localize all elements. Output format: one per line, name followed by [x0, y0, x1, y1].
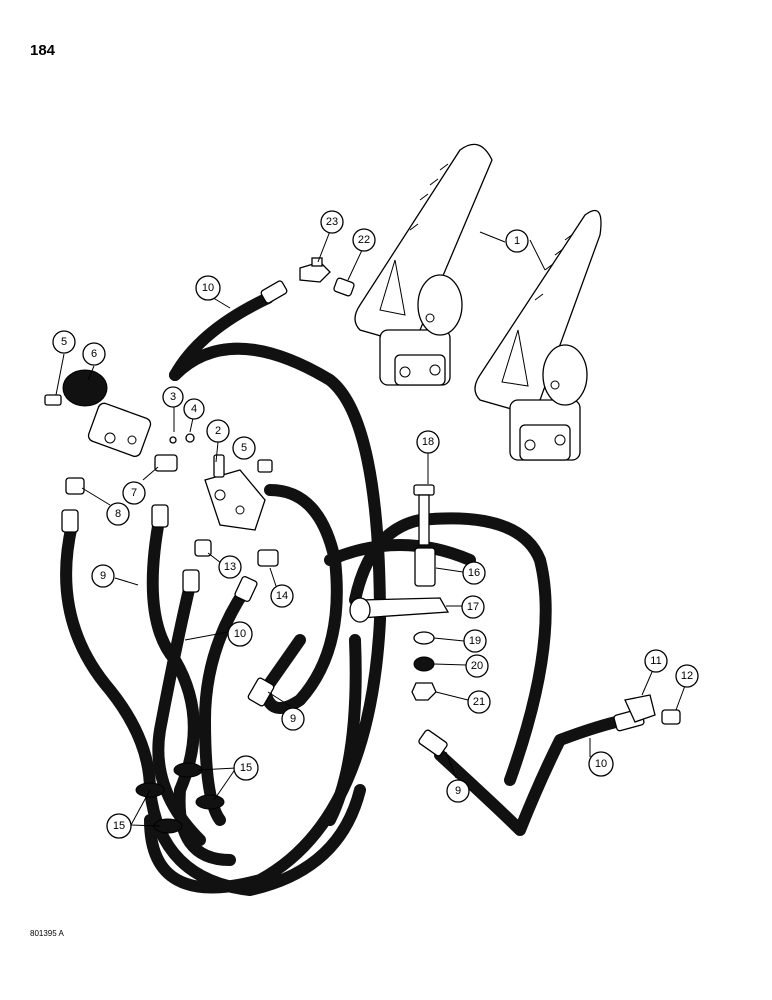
- svg-text:9: 9: [100, 570, 106, 582]
- svg-text:18: 18: [422, 436, 434, 448]
- callout-17: 17: [461, 595, 485, 619]
- callout-3: 3: [162, 386, 184, 408]
- brake-pedal-left: [354, 143, 493, 386]
- svg-text:8: 8: [115, 508, 121, 520]
- svg-text:6: 6: [91, 348, 97, 360]
- elbow-fitting: [624, 694, 656, 723]
- svg-text:10: 10: [595, 758, 607, 770]
- svg-text:20: 20: [471, 660, 483, 672]
- callout-11: 11: [644, 649, 668, 673]
- callout-18: 18: [416, 430, 440, 454]
- callout-4: 4: [183, 398, 205, 420]
- svg-text:10: 10: [202, 282, 214, 294]
- svg-text:21: 21: [473, 696, 485, 708]
- callout-9-center: 9: [281, 707, 305, 731]
- control-valve: [44, 369, 178, 495]
- callout-15-right: 15: [233, 755, 259, 781]
- callout-8: 8: [106, 502, 130, 526]
- callout-2: 2: [206, 419, 230, 443]
- callout-6: 6: [82, 342, 106, 366]
- callout-7: 7: [122, 481, 146, 505]
- svg-text:19: 19: [469, 635, 481, 647]
- svg-text:17: 17: [467, 601, 479, 613]
- svg-text:22: 22: [358, 234, 370, 246]
- callout-15-left: 15: [106, 813, 132, 839]
- svg-text:14: 14: [276, 590, 288, 602]
- svg-text:13: 13: [224, 561, 236, 573]
- svg-text:16: 16: [468, 567, 480, 579]
- svg-text:9: 9: [455, 785, 461, 797]
- callout-5-relay: 5: [232, 436, 256, 460]
- svg-text:7: 7: [131, 487, 137, 499]
- svg-text:2: 2: [215, 425, 221, 437]
- callout-21: 21: [467, 690, 491, 714]
- svg-text:15: 15: [113, 820, 125, 832]
- callout-16: 16: [462, 561, 486, 585]
- callout-14: 14: [270, 584, 294, 608]
- svg-text:1: 1: [514, 235, 520, 247]
- svg-text:11: 11: [650, 655, 661, 667]
- adapter-fitting: [333, 277, 355, 297]
- svg-text:4: 4: [191, 403, 197, 415]
- callout-1: 1: [505, 229, 529, 253]
- svg-text:23: 23: [326, 216, 338, 228]
- callout-5-valve: 5: [52, 330, 76, 354]
- hose-clamps: [135, 762, 225, 834]
- svg-text:12: 12: [681, 670, 693, 682]
- svg-text:5: 5: [241, 442, 247, 454]
- hose-ends: [61, 280, 645, 757]
- callout-12: 12: [675, 664, 699, 688]
- callout-19: 19: [463, 629, 487, 653]
- brake-pedal-right: [474, 209, 602, 461]
- callout-10-right: 10: [588, 751, 614, 777]
- leader-lines: [55, 225, 687, 827]
- callout-22: 22: [352, 228, 376, 252]
- svg-text:15: 15: [240, 762, 252, 774]
- svg-text:10: 10: [234, 628, 246, 640]
- callout-10-top: 10: [195, 275, 221, 301]
- callout-9-left: 9: [91, 564, 115, 588]
- figure-code: 801395 A: [30, 929, 64, 938]
- callouts: 1 2 3 4 5 5 6 7 8 9 9 9 10 10 10 11 12 1…: [52, 210, 699, 839]
- callout-23: 23: [320, 210, 344, 234]
- svg-text:5: 5: [61, 336, 67, 348]
- callout-20: 20: [465, 654, 489, 678]
- relay-valve: [169, 433, 279, 567]
- page-number: 184: [30, 42, 56, 59]
- svg-text:3: 3: [170, 391, 176, 403]
- svg-text:9: 9: [290, 713, 296, 725]
- callout-10-center: 10: [227, 621, 253, 647]
- tee-fitting: [299, 257, 331, 283]
- callout-13: 13: [218, 555, 242, 579]
- connector-fitting: [661, 709, 681, 725]
- callout-9-right: 9: [446, 779, 470, 803]
- clamp-hardware: [349, 484, 450, 701]
